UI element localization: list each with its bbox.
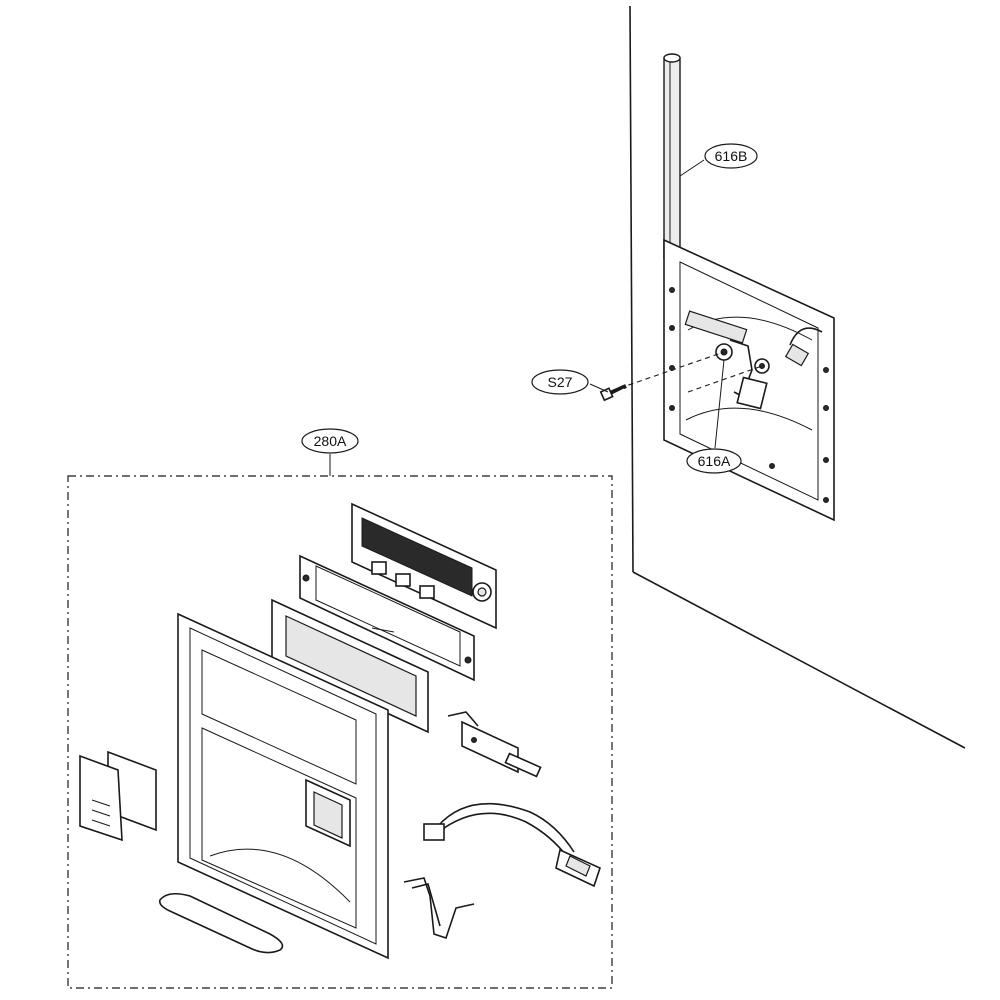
callout-616A: 616A [686, 448, 742, 474]
dispenser-cover-part [177, 612, 389, 960]
wire-harness-part [423, 802, 601, 888]
callout-280A: 280A [301, 428, 359, 454]
callout-616B: 616B [704, 143, 758, 169]
leader-lines [329, 159, 725, 476]
callout-S27-label: S27 [548, 374, 573, 390]
screw-part [599, 384, 627, 402]
display-holder-part [299, 554, 475, 682]
display-board-part [351, 502, 497, 630]
callout-616B-label: 616B [715, 148, 748, 164]
door-outline [629, 5, 966, 749]
mounting-holes [669, 287, 829, 503]
callout-S27: S27 [531, 369, 589, 395]
button-cover-part [79, 750, 157, 842]
spring-clip-part [403, 877, 475, 940]
drip-tray-part [158, 892, 284, 954]
display-cover-part [271, 598, 429, 734]
tube-part [663, 53, 681, 259]
callout-616A-label: 616A [698, 453, 731, 469]
assembly-280A-boundary [67, 475, 613, 989]
micro-switch-part [447, 711, 542, 778]
door-plate-part [619, 238, 835, 522]
dispenser-mechanism [684, 310, 823, 410]
callout-280A-label: 280A [314, 433, 347, 449]
